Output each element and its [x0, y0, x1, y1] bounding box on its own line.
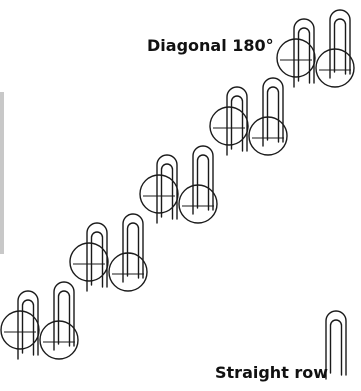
diagonal-paperclip [329, 9, 351, 79]
diagonal-paperclip [53, 281, 75, 351]
straight-row-paperclip [325, 310, 347, 380]
diagonal-ring [69, 242, 109, 282]
diagonal-ring [276, 38, 316, 78]
diagonal-ring [209, 106, 249, 146]
diagonal-ring [139, 174, 179, 214]
left-edge-mark [0, 92, 4, 254]
diagonal-ring [0, 310, 40, 350]
diagonal-paperclip [293, 18, 315, 88]
diagonal-paperclip [262, 77, 284, 147]
diagonal-paperclip [156, 154, 178, 224]
diagonal-label: Diagonal 180° [147, 36, 274, 55]
diagonal-paperclip [122, 213, 144, 283]
diagonal-paperclip [192, 145, 214, 215]
diagonal-paperclip [17, 290, 39, 360]
diagonal-paperclip [226, 86, 248, 156]
straight-row-label: Straight row [215, 363, 329, 382]
diagonal-paperclip [86, 222, 108, 292]
